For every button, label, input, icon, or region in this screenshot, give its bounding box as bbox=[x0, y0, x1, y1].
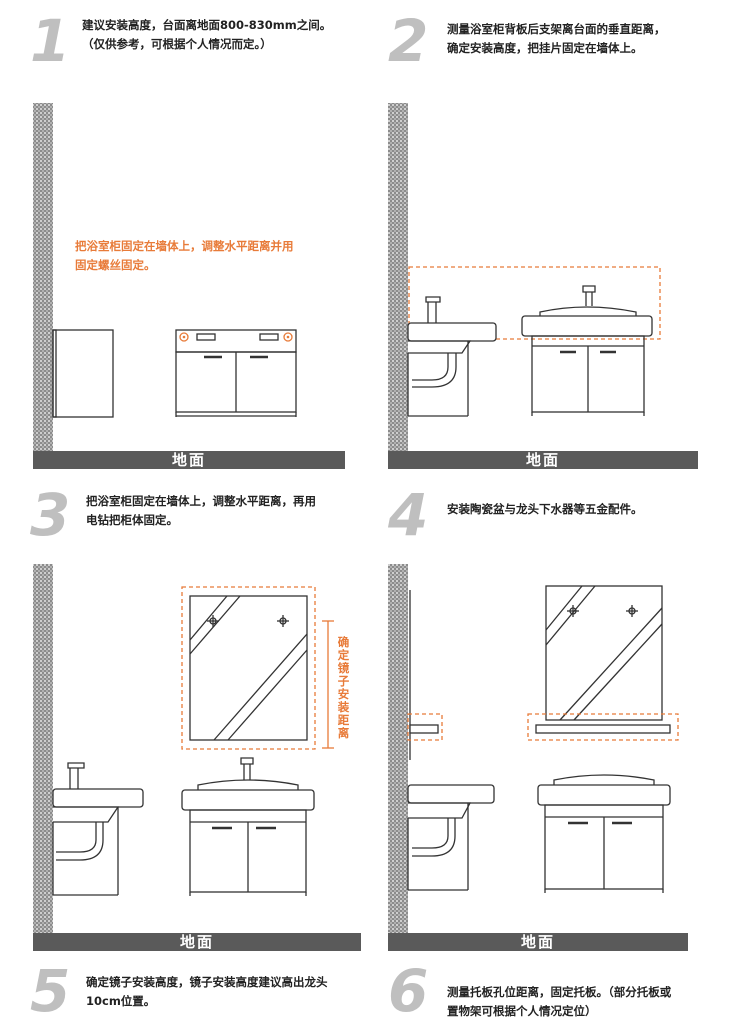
mirror-height-measure bbox=[322, 620, 334, 749]
caption-line: 测量托板孔位距离，固定托板。（部分托板或 bbox=[447, 985, 672, 999]
step-number-6: 6 bbox=[388, 957, 429, 1025]
wall bbox=[33, 564, 53, 933]
front-cabinet bbox=[175, 329, 297, 417]
caption-line: 测量浴室柜背板后支架离台面的垂直距离， bbox=[447, 22, 666, 36]
mirror bbox=[545, 585, 663, 721]
front-shelf-box bbox=[527, 713, 679, 741]
step-number-1: 1 bbox=[30, 7, 71, 75]
front-shelf bbox=[535, 724, 671, 734]
annotation-line: 把浴室柜固定在墙体上，调整水平距离并用 bbox=[75, 239, 294, 253]
front-basin-cabinet bbox=[521, 285, 653, 416]
fix-cabinet-annotation: 把浴室柜固定在墙体上，调整水平距离并用 固定螺丝固定。 bbox=[75, 237, 294, 275]
side-cabinet bbox=[52, 329, 114, 418]
front-basin-cabinet bbox=[181, 757, 315, 896]
caption-line: 确定安装高度，把挂片固定在墙体上。 bbox=[447, 41, 643, 55]
side-basin bbox=[52, 762, 144, 896]
mirror-height-annotation: 确定镜子安装距离 bbox=[337, 635, 350, 740]
ground-bar: 地面 bbox=[33, 451, 345, 469]
step-caption-5: 确定镜子安装高度，镜子安装高度建议高出龙头 10cm位置。 bbox=[86, 973, 328, 1011]
caption-line: （仅供参考，可根据个人情况而定。） bbox=[82, 37, 272, 51]
step-caption-3: 把浴室柜固定在墙体上，调整水平距离，再用 电钻把柜体固定。 bbox=[86, 492, 316, 530]
ground-bar: 地面 bbox=[388, 451, 698, 469]
caption-line: 安装陶瓷盆与龙头下水器等五金配件。 bbox=[447, 502, 643, 516]
step-number-5: 5 bbox=[30, 957, 71, 1025]
step-number-3: 3 bbox=[30, 481, 71, 549]
wall bbox=[388, 564, 408, 933]
mirror-frame bbox=[181, 586, 316, 750]
side-cabinet-edge bbox=[52, 329, 57, 418]
side-basin bbox=[407, 784, 495, 891]
caption-line: 10cm位置。 bbox=[86, 994, 156, 1008]
side-shelf-box bbox=[407, 713, 443, 741]
step-caption-4: 安装陶瓷盆与龙头下水器等五金配件。 bbox=[447, 500, 643, 519]
front-basin-cabinet bbox=[537, 774, 671, 893]
caption-line: 电钻把柜体固定。 bbox=[86, 513, 178, 527]
step-caption-2: 测量浴室柜背板后支架离台面的垂直距离， 确定安装高度，把挂片固定在墙体上。 bbox=[447, 20, 666, 58]
step-number-4: 4 bbox=[388, 481, 429, 549]
wall bbox=[388, 103, 408, 451]
caption-line: 确定镜子安装高度，镜子安装高度建议高出龙头 bbox=[86, 975, 328, 989]
step-number-2: 2 bbox=[388, 7, 429, 75]
annotation-line: 固定螺丝固定。 bbox=[75, 258, 156, 272]
caption-line: 建议安装高度，台面离地面800-830mm之间。 bbox=[82, 18, 332, 32]
side-shelf bbox=[409, 724, 439, 734]
step-caption-6: 测量托板孔位距离，固定托板。（部分托板或 置物架可根据个人情况定位） bbox=[447, 983, 671, 1021]
caption-line: 置物架可根据个人情况定位） bbox=[447, 1004, 597, 1018]
mirror bbox=[189, 595, 308, 741]
step-caption-1: 建议安装高度，台面离地面800-830mm之间。 （仅供参考，可根据个人情况而定… bbox=[82, 16, 331, 54]
side-basin bbox=[407, 296, 497, 417]
ground-bar: 地面 bbox=[33, 933, 361, 951]
wall bbox=[33, 103, 53, 451]
measure-box bbox=[408, 266, 661, 340]
ground-bar: 地面 bbox=[388, 933, 688, 951]
caption-line: 把浴室柜固定在墙体上，调整水平距离，再用 bbox=[86, 494, 316, 508]
